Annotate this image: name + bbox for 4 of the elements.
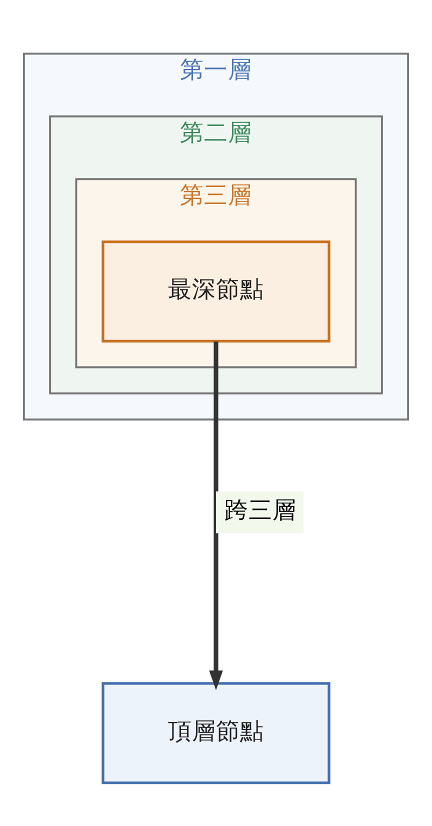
edge-label: 跨三層 bbox=[224, 496, 296, 524]
arrow bbox=[209, 341, 223, 690]
node-box: 最深節點 bbox=[102, 240, 330, 342]
node-box: 頂層節點 bbox=[102, 682, 330, 784]
